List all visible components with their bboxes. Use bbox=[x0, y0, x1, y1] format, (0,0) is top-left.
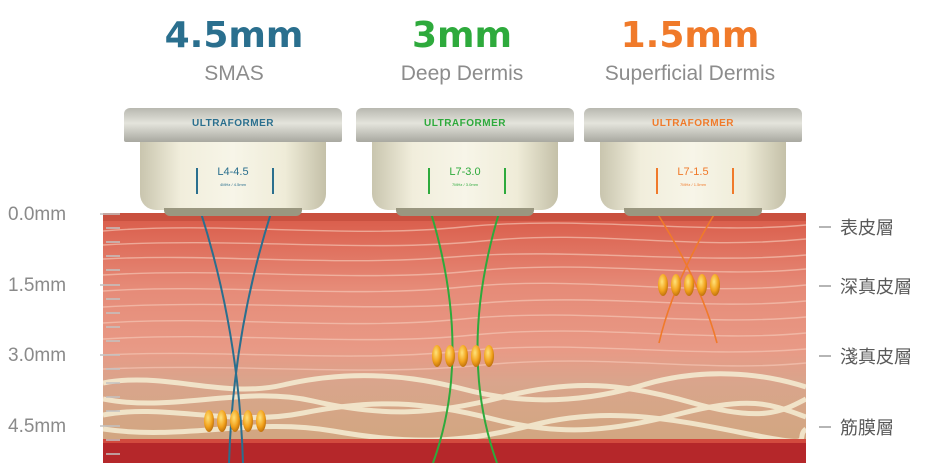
focus-point bbox=[243, 410, 253, 432]
focus-point bbox=[204, 410, 214, 432]
scale-label-0: 0.0mm bbox=[8, 204, 67, 225]
focus-point bbox=[710, 274, 720, 296]
skin-cross-section bbox=[103, 213, 806, 463]
probe-l7-1.5: ULTRAFORMER L7-1.5 7MHz / 1.5mm bbox=[584, 108, 802, 216]
probe-l7-3.0: ULTRAFORMER L7-3.0 7MHz / 3.0mm bbox=[356, 108, 574, 216]
focus-point bbox=[684, 274, 694, 296]
probe-head bbox=[124, 108, 342, 142]
focus-points-superficial bbox=[658, 274, 720, 296]
probe-tip bbox=[624, 208, 762, 216]
layer-label-superficial-dermis: 淺真皮層 bbox=[840, 347, 912, 367]
focus-point bbox=[471, 345, 481, 367]
probe-fine-print: 4MHz / 4.5mm bbox=[219, 182, 246, 187]
scale-label-2: 3.0mm bbox=[8, 345, 67, 366]
layer-dash bbox=[819, 426, 831, 428]
focus-point bbox=[458, 345, 468, 367]
scale-label-1: 1.5mm bbox=[8, 275, 67, 296]
dermis-fibers bbox=[103, 222, 806, 371]
probe-brand-label: ULTRAFORMER bbox=[652, 118, 734, 129]
depth-title-superficial-dermis: 1.5mm bbox=[620, 15, 760, 56]
focus-points-deep-dermis bbox=[432, 345, 494, 367]
beam-deep-dermis bbox=[430, 213, 500, 463]
probe-label-bracket bbox=[196, 168, 274, 194]
focus-point bbox=[658, 274, 668, 296]
layer-label-fascia: 筋膜層 bbox=[840, 418, 894, 438]
probe-body bbox=[372, 142, 558, 210]
probe-l4-4.5: ULTRAFORMER L4-4.5 4MHz / 4.5mm bbox=[124, 108, 342, 216]
layer-label-deep-dermis: 深真皮層 bbox=[840, 277, 912, 297]
focus-point bbox=[697, 274, 707, 296]
probe-model-label: L7-1.5 bbox=[677, 166, 709, 178]
focus-points-smas bbox=[204, 410, 266, 432]
probe-label-bracket bbox=[428, 168, 506, 194]
probe-tip bbox=[396, 208, 534, 216]
probe-head bbox=[584, 108, 802, 142]
focus-point bbox=[445, 345, 455, 367]
probe-body bbox=[140, 142, 326, 210]
layer-dash bbox=[819, 226, 831, 228]
layer-name-smas: SMAS bbox=[204, 62, 264, 85]
probe-body bbox=[600, 142, 786, 210]
focus-point bbox=[217, 410, 227, 432]
probe-brand-label: ULTRAFORMER bbox=[424, 118, 506, 129]
probe-label-bracket bbox=[656, 168, 734, 194]
focus-point bbox=[230, 410, 240, 432]
probe-head bbox=[356, 108, 574, 142]
beam-smas bbox=[200, 213, 272, 463]
layer-label-epidermis: 表皮層 bbox=[840, 218, 894, 238]
layer-name-deep-dermis: Deep Dermis bbox=[400, 62, 524, 85]
layer-dash bbox=[819, 355, 831, 357]
probe-brand-label: ULTRAFORMER bbox=[192, 118, 274, 129]
layer-name-superficial-dermis: Superficial Dermis bbox=[604, 62, 776, 85]
probe-model-label: L7-3.0 bbox=[449, 166, 481, 178]
focus-point bbox=[484, 345, 494, 367]
probe-fine-print: 7MHz / 3.0mm bbox=[451, 182, 478, 187]
scale-label-3: 4.5mm bbox=[8, 416, 67, 437]
depth-title-smas: 4.5mm bbox=[164, 15, 304, 56]
focus-point bbox=[671, 274, 681, 296]
epidermis-band bbox=[103, 213, 806, 221]
focus-point bbox=[256, 410, 266, 432]
probe-tip bbox=[164, 208, 302, 216]
muscle-surface bbox=[103, 439, 806, 443]
focus-point bbox=[432, 345, 442, 367]
depth-title-deep-dermis: 3mm bbox=[411, 15, 513, 56]
probe-fine-print: 7MHz / 1.5mm bbox=[679, 182, 706, 187]
layer-dash bbox=[819, 285, 831, 287]
probe-model-label: L4-4.5 bbox=[217, 166, 249, 178]
